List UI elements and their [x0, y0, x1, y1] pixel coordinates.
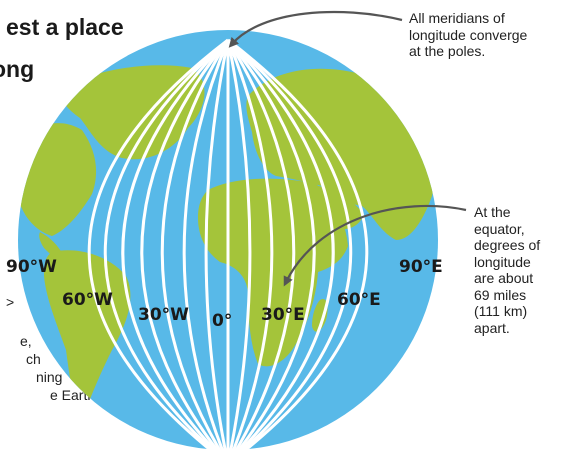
equator-annotation-line: longitude — [474, 253, 531, 270]
equator-annotation: At the equator, degrees of longitude are… — [474, 204, 570, 336]
equator-annotation-line: degrees of — [474, 237, 541, 253]
meridian-line — [182, 39, 230, 449]
meridian-line — [204, 39, 230, 449]
side-text-line: e, — [20, 333, 32, 349]
label-30w: 30°W — [138, 305, 189, 325]
meridian-line — [226, 38, 335, 449]
equator-annotation-line: At the — [474, 204, 511, 220]
equator-arrow — [283, 204, 467, 287]
poles-annotation-line: All meridians of — [409, 10, 505, 26]
meridian-line — [140, 39, 230, 449]
pole-arrow — [228, 10, 403, 48]
madagascar — [312, 298, 328, 332]
meridian-line — [121, 38, 230, 449]
side-text-line: ch — [26, 351, 41, 367]
meridian-line — [226, 39, 296, 449]
eurasia — [246, 68, 435, 241]
meridian-line — [226, 39, 274, 449]
meridian-line — [160, 39, 230, 449]
meridian-line — [87, 38, 229, 449]
poles-annotation: All meridians of longitude converge at t… — [409, 10, 570, 60]
poles-annotation-line: at the poles. — [409, 43, 486, 59]
meridian-line — [227, 38, 353, 449]
equator-annotation-line: apart. — [474, 319, 510, 336]
continents — [18, 65, 435, 420]
meridian-line — [226, 39, 252, 449]
label-30e: 30°E — [261, 305, 305, 325]
equator-annotation-line: equator, — [474, 220, 525, 237]
side-text-line: > — [6, 294, 15, 310]
page-title-line-2: ong — [0, 56, 35, 82]
equator-annotation-line: 69 miles — [474, 286, 527, 303]
label-90w: 90°W — [6, 257, 57, 277]
label-90e: 90°E — [399, 257, 443, 277]
label-60e: 60°E — [337, 290, 381, 310]
meridian-line — [103, 38, 229, 449]
side-text-line: ning — [36, 369, 63, 385]
equator-annotation-line: are about — [474, 270, 534, 286]
page-title-line-1: est a place — [6, 14, 124, 40]
meridian-lines — [87, 38, 369, 449]
poles-annotation-line: longitude converge — [409, 26, 528, 43]
meridian-line — [227, 38, 369, 449]
africa — [198, 178, 348, 367]
label-0: 0° — [212, 311, 232, 331]
equator-annotation-line: (111 km) — [474, 303, 528, 319]
label-60w: 60°W — [62, 290, 113, 310]
